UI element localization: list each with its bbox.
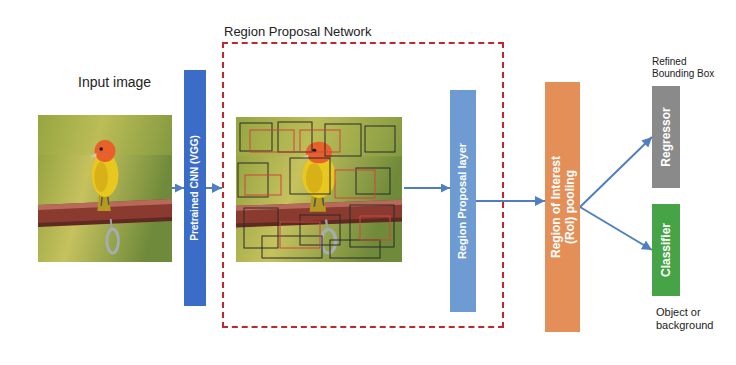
- region-title: Region Proposal Network: [224, 24, 371, 40]
- network-region: Region Proposal NetworkRegion Proposal l…: [222, 42, 504, 328]
- box-label: Regressor: [659, 107, 673, 166]
- classifier-box: ClassifierObject or background: [652, 204, 680, 296]
- anchor-boxes-red: [245, 130, 390, 248]
- output-note: Object or background: [656, 306, 730, 332]
- cnn-bar: Pretrained CNN (VGG): [184, 70, 206, 306]
- input-label: Input image: [78, 74, 151, 90]
- output-note: Refined Bounding Box: [652, 56, 728, 80]
- input-photo: [38, 115, 172, 262]
- flow-arrow: [206, 187, 222, 189]
- flow-arrow: [172, 187, 184, 189]
- flow-arrow: [580, 207, 652, 250]
- anchor-boxes: [238, 122, 395, 258]
- regressor-box: Refined Bounding BoxRegressor: [652, 86, 680, 188]
- feature-photo: [236, 117, 402, 262]
- bar-label: Pretrained CNN (VGG): [189, 135, 201, 241]
- box-label: Classifier: [659, 223, 673, 277]
- bar-label: Region of Interest (RoI) pooling: [548, 142, 577, 272]
- flow-arrow: [404, 187, 450, 189]
- flow-arrow: [580, 137, 652, 207]
- proposal-layer-bar: Region Proposal layer: [450, 90, 476, 312]
- roi-pooling-bar: Region of Interest (RoI) pooling: [545, 82, 580, 332]
- bar-label: Region Proposal layer: [456, 143, 469, 259]
- flow-arrow: [476, 200, 545, 202]
